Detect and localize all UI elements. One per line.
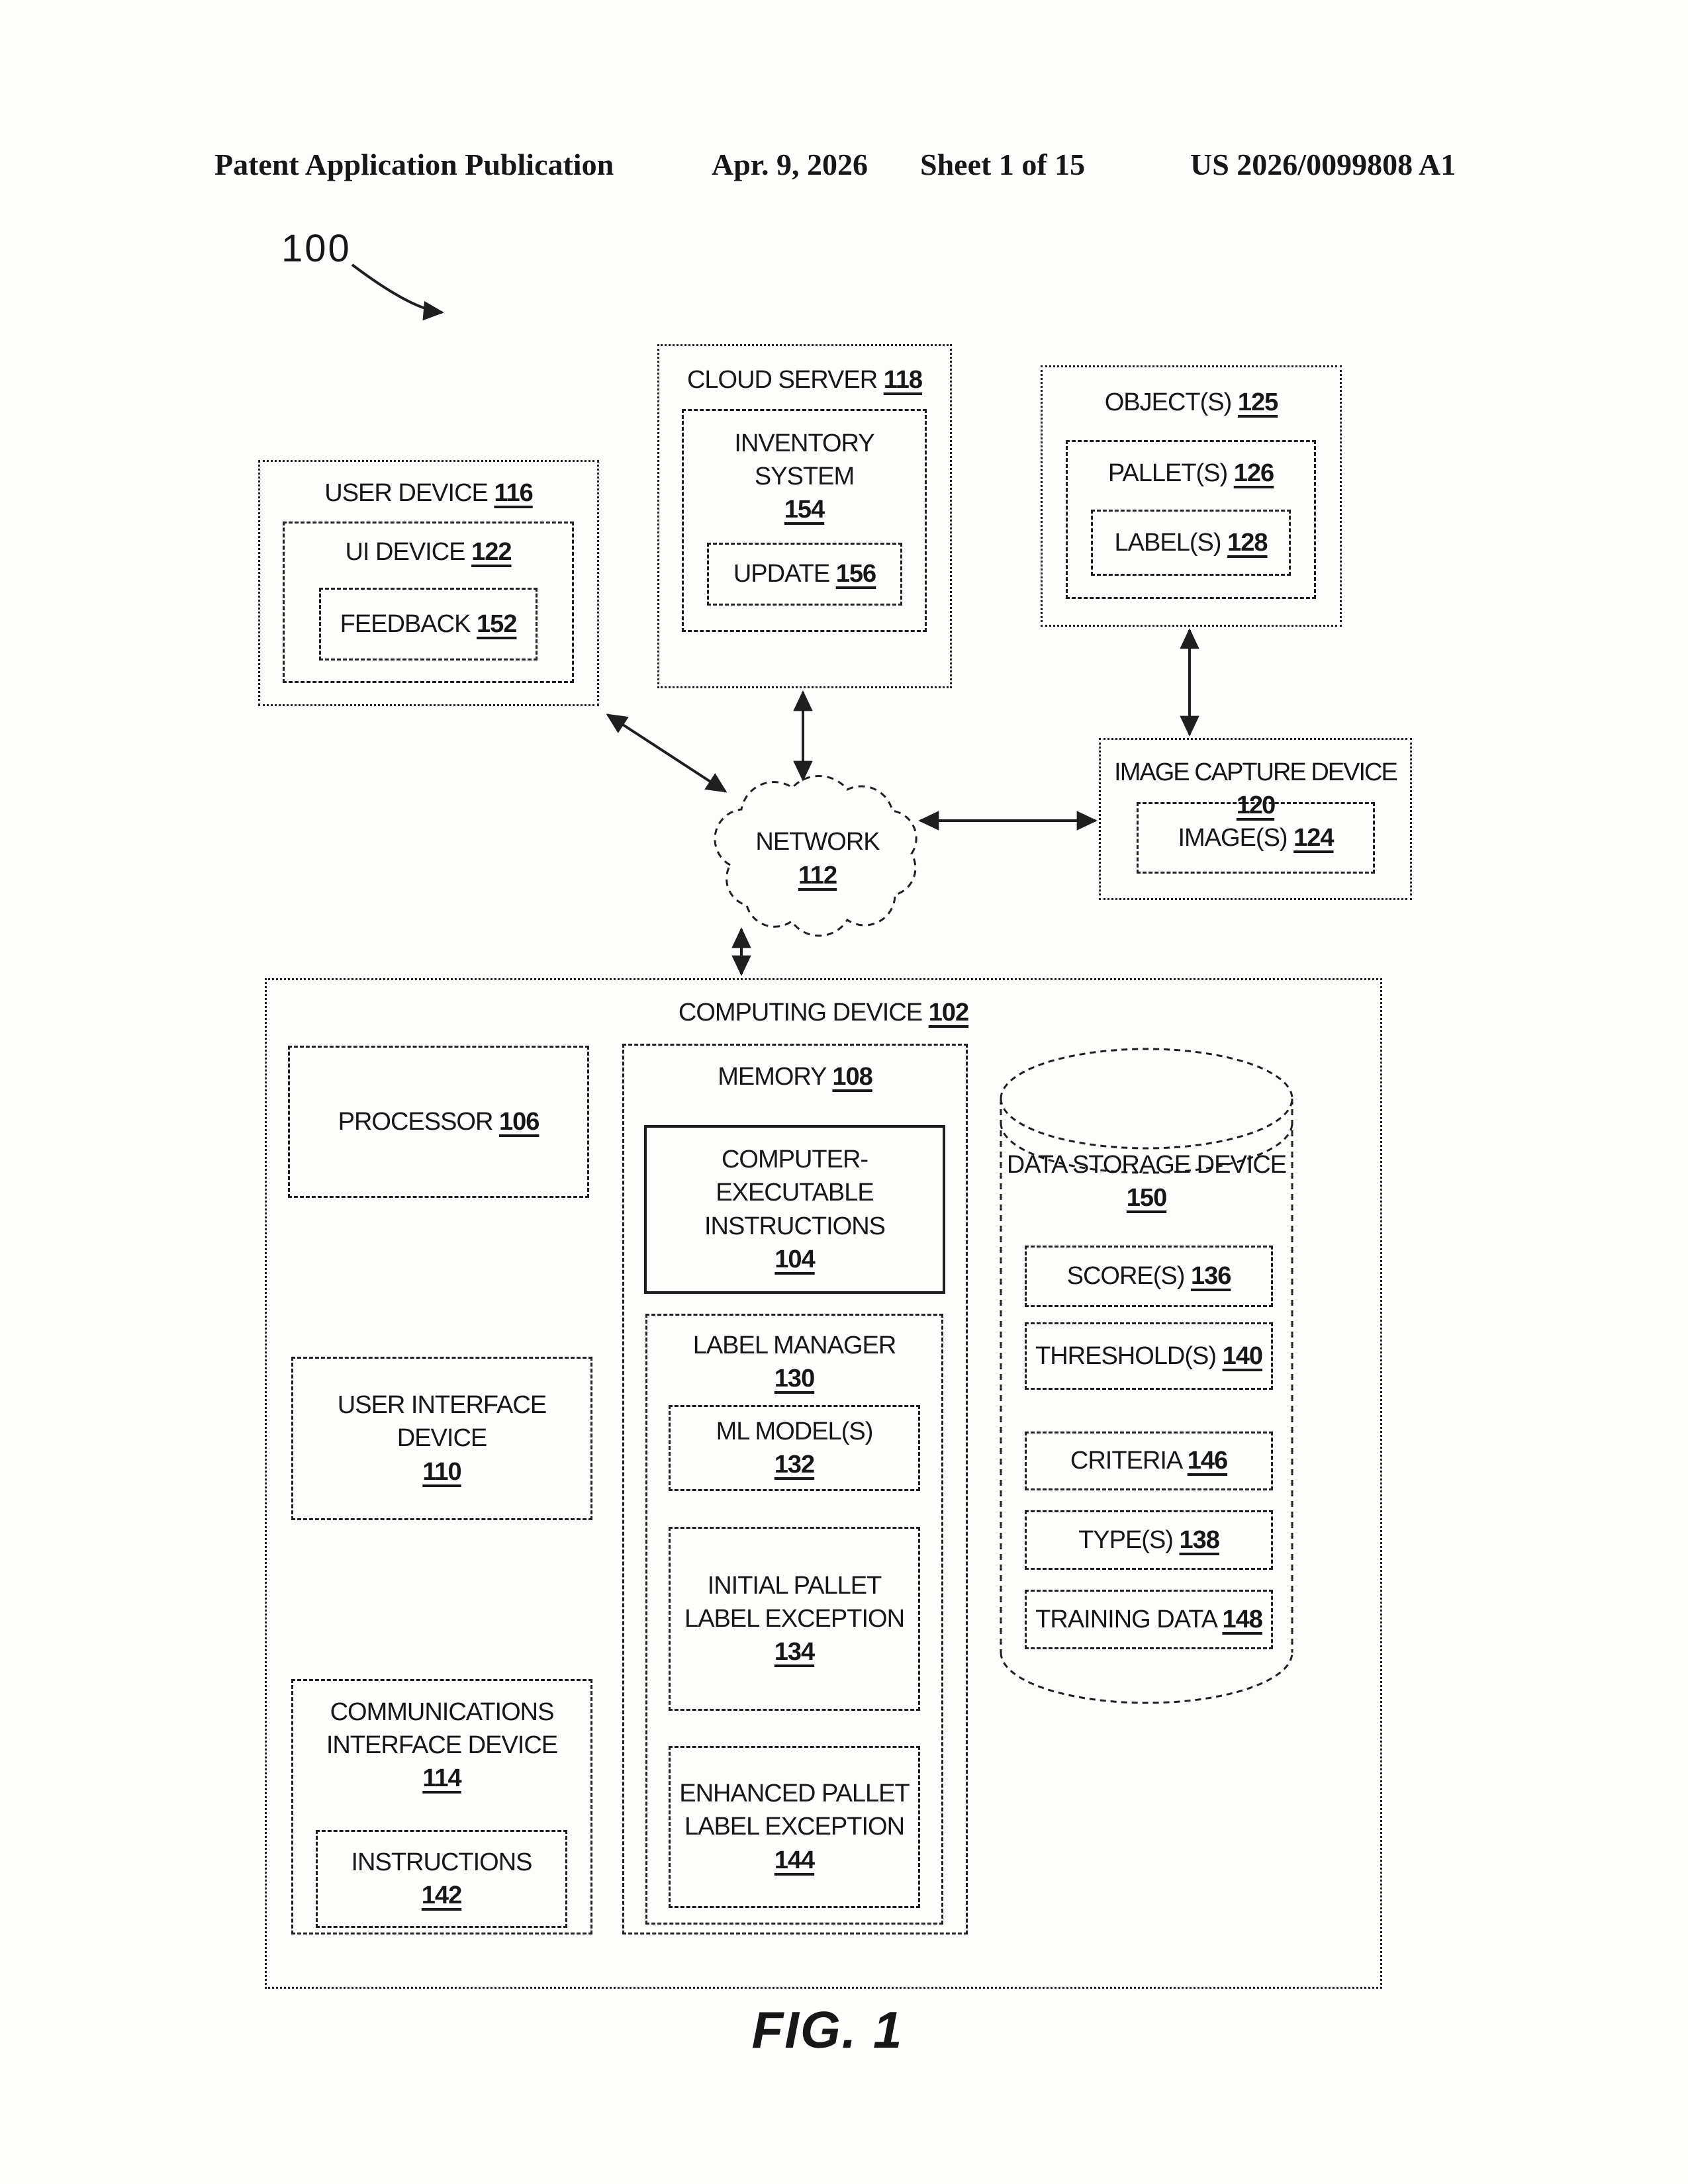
label-inventory-system: INVENTORY SYSTEM <box>734 430 874 491</box>
ref-computer-executable-instructions: 104 <box>774 1245 815 1273</box>
box-initial-pallet-label-exception: INITIAL PALLET LABEL EXCEPTION 134 <box>669 1527 920 1711</box>
header-sheet: Sheet 1 of 15 <box>920 148 1086 181</box>
box-pallets: PALLET(S) 126 <box>1066 440 1316 599</box>
ref-ui-device: 122 <box>471 538 512 566</box>
label-processor: PROCESSOR <box>338 1107 499 1136</box>
ref-computing-device: 102 <box>928 999 969 1026</box>
ref-ml-models: 132 <box>774 1451 815 1479</box>
header-pub-number: US 2026/0099808 A1 <box>1190 148 1456 181</box>
label-data-storage-device: DATA STORAGE DEVICE <box>1006 1151 1287 1179</box>
ref-training-data: 148 <box>1222 1605 1262 1633</box>
label-computer-executable-instructions: COMPUTER- EXECUTABLE INSTRUCTIONS <box>704 1146 886 1240</box>
box-objects: OBJECT(S) 125 <box>1041 365 1342 627</box>
label-feedback: FEEDBACK <box>340 610 477 638</box>
label-update: UPDATE <box>733 560 836 588</box>
ref-pallets: 126 <box>1233 459 1274 487</box>
label-ml-models: ML MODEL(S) <box>716 1417 874 1445</box>
ref-processor: 106 <box>498 1107 539 1136</box>
label-cloud-server: CLOUD SERVER <box>686 366 884 394</box>
lead-arrow-100 <box>351 263 444 321</box>
label-computing-device: COMPUTING DEVICE <box>678 999 929 1026</box>
label-initial-pallet-label-exception: INITIAL PALLET LABEL EXCEPTION <box>684 1571 905 1633</box>
box-computer-executable-instructions: COMPUTER- EXECUTABLE INSTRUCTIONS 104 <box>644 1125 945 1294</box>
data-storage-cylinder-icon <box>1000 1048 1293 1704</box>
ref-image-capture-device: 120 <box>1236 792 1276 820</box>
label-criteria: CRITERIA <box>1070 1447 1188 1475</box>
network-label: NETWORK 112 <box>718 811 917 907</box>
box-labels: LABEL(S) 128 <box>1091 510 1291 576</box>
ref-inventory-system: 154 <box>784 496 825 524</box>
label-network: NETWORK <box>755 828 880 856</box>
header-publication: Patent Application Publication <box>214 148 614 181</box>
ref-feedback: 152 <box>476 610 517 638</box>
label-label-manager: LABEL MANAGER <box>692 1332 897 1359</box>
box-computing-device: COMPUTING DEVICE 102 <box>265 978 1382 1989</box>
label-ui-device: UI DEVICE <box>345 538 472 566</box>
label-labels: LABEL(S) <box>1114 528 1228 557</box>
box-processor: PROCESSOR 106 <box>288 1046 589 1198</box>
label-comms-interface-device: COMMUNICATIONS INTERFACE DEVICE <box>326 1698 558 1760</box>
ref-comms-interface-device: 114 <box>422 1764 461 1793</box>
box-update: UPDATE 156 <box>707 543 902 606</box>
label-training-data: TRAINING DATA <box>1035 1605 1223 1633</box>
ref-cloud-server: 118 <box>883 366 923 394</box>
box-comms-interface-device: COMMUNICATIONS INTERFACE DEVICE 114 <box>291 1679 592 1934</box>
label-pallets: PALLET(S) <box>1107 459 1234 487</box>
ref-objects: 125 <box>1237 388 1278 416</box>
box-cloud-server: CLOUD SERVER 118 <box>657 344 952 688</box>
box-image-capture-device: IMAGE CAPTURE DEVICE 120 <box>1099 738 1412 900</box>
ref-criteria: 146 <box>1187 1447 1228 1475</box>
label-instructions: INSTRUCTIONS <box>351 1848 533 1876</box>
box-label-manager: LABEL MANAGER 130 <box>645 1314 943 1925</box>
ref-memory: 108 <box>832 1063 872 1091</box>
label-enhanced-pallet-label-exception: ENHANCED PALLET LABEL EXCEPTION <box>679 1780 910 1841</box>
box-inventory-system: INVENTORY SYSTEM 154 <box>682 409 927 632</box>
ref-instructions: 142 <box>421 1882 462 1909</box>
label-types: TYPE(S) <box>1078 1525 1180 1554</box>
data-storage-device-label: DATA STORAGE DEVICE 150 <box>1001 1148 1292 1214</box>
network-cloud-icon <box>714 775 917 937</box>
box-feedback: FEEDBACK 152 <box>319 588 538 660</box>
label-images: IMAGE(S) <box>1178 823 1294 852</box>
ref-update: 156 <box>835 560 876 588</box>
box-images: IMAGE(S) 124 <box>1137 802 1375 874</box>
box-thresholds: THRESHOLD(S) 140 <box>1025 1322 1273 1390</box>
ref-scores: 136 <box>1190 1262 1231 1291</box>
box-training-data: TRAINING DATA 148 <box>1025 1590 1273 1649</box>
label-thresholds: THRESHOLD(S) <box>1035 1342 1223 1370</box>
diagram-ref-100: 100 <box>281 227 352 270</box>
label-memory: MEMORY <box>718 1063 833 1091</box>
label-user-device: USER DEVICE <box>324 479 494 507</box>
box-user-interface-device: USER INTERFACE DEVICE 110 <box>291 1357 592 1520</box>
ref-labels: 128 <box>1227 528 1268 557</box>
ref-images: 124 <box>1293 823 1334 852</box>
box-user-device: USER DEVICE 116 <box>258 460 599 706</box>
box-types: TYPE(S) 138 <box>1025 1510 1273 1570</box>
ref-network: 112 <box>798 861 837 889</box>
box-ui-device: UI DEVICE 122 <box>283 522 574 683</box>
ref-enhanced-pallet-label-exception: 144 <box>774 1846 815 1874</box>
label-scores: SCORE(S) <box>1066 1262 1191 1291</box>
ref-user-interface-device: 110 <box>422 1457 461 1486</box>
header-date: Apr. 9, 2026 <box>712 148 868 181</box>
ref-types: 138 <box>1179 1525 1220 1554</box>
box-instructions: INSTRUCTIONS 142 <box>316 1830 567 1928</box>
box-ml-models: ML MODEL(S) 132 <box>669 1405 920 1491</box>
ref-user-device: 116 <box>494 479 533 507</box>
ref-data-storage-device: 150 <box>1126 1184 1167 1212</box>
ref-label-manager: 130 <box>774 1365 815 1393</box>
ref-thresholds: 140 <box>1222 1342 1263 1370</box>
label-user-interface-device: USER INTERFACE DEVICE <box>337 1391 547 1453</box>
arrow-user-device-network <box>606 713 727 793</box>
box-memory: MEMORY 108 <box>622 1044 968 1934</box>
box-scores: SCORE(S) 136 <box>1025 1246 1273 1307</box>
box-criteria: CRITERIA 146 <box>1025 1432 1273 1490</box>
ref-initial-pallet-label-exception: 134 <box>774 1638 815 1666</box>
box-enhanced-pallet-label-exception: ENHANCED PALLET LABEL EXCEPTION 144 <box>669 1746 920 1908</box>
figure-caption: FIG. 1 <box>751 2001 904 2059</box>
label-objects: OBJECT(S) <box>1104 388 1238 416</box>
label-image-capture-device: IMAGE CAPTURE DEVICE <box>1114 758 1398 786</box>
